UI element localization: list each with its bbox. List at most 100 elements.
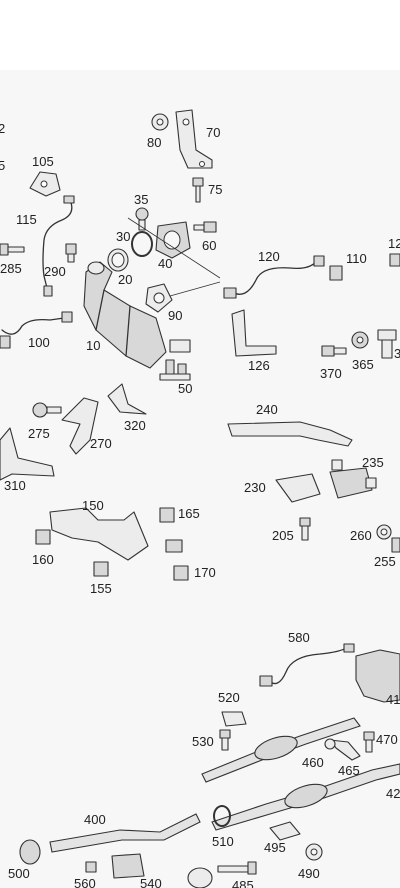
part-400-front-pipe[interactable] — [49, 813, 201, 853]
label-400: 400 — [84, 812, 106, 827]
part-12x-item[interactable] — [389, 253, 400, 267]
part-70-bracket[interactable] — [175, 109, 213, 169]
label-240: 240 — [256, 402, 278, 417]
label-500: 500 — [8, 866, 30, 881]
part-540-mount[interactable] — [111, 853, 145, 879]
label-155: 155 — [90, 581, 112, 596]
label-370: 370 — [320, 366, 342, 381]
label-270: 270 — [90, 436, 112, 451]
label-42: 42 — [386, 786, 400, 801]
label-115: 115 — [16, 212, 37, 227]
part-560-bolt[interactable] — [85, 861, 97, 873]
label-50: 50 — [178, 381, 192, 396]
part-150-clip[interactable] — [165, 539, 183, 553]
label-460: 460 — [302, 755, 324, 770]
part-530-bolt[interactable] — [219, 729, 231, 751]
part-290-nut[interactable] — [65, 243, 77, 263]
part-370-bolt[interactable] — [321, 345, 347, 357]
part-205-bolt[interactable] — [299, 517, 311, 541]
part-465-bracket[interactable] — [329, 739, 361, 761]
part-115-sensor-wire[interactable] — [42, 195, 75, 297]
label-485: 485 — [232, 878, 254, 888]
label-80: 80 — [147, 135, 161, 150]
part-3x-spacer[interactable] — [377, 329, 397, 359]
part-495-hanger[interactable] — [269, 821, 301, 841]
label-285: 285 — [0, 261, 22, 276]
part-500-clamp[interactable] — [19, 839, 41, 865]
label-365: 365 — [352, 357, 374, 372]
part-255-item[interactable] — [391, 537, 400, 553]
label-165: 165 — [178, 506, 200, 521]
part-42-muffler-pipe[interactable] — [211, 763, 400, 831]
label-540: 540 — [140, 876, 162, 888]
label-290: 290 — [44, 264, 66, 279]
part-110-connector[interactable] — [329, 265, 343, 281]
label-90: 90 — [168, 308, 182, 323]
part-160-clip[interactable] — [35, 529, 51, 545]
part-460-washer[interactable] — [324, 738, 336, 750]
label-465: 465 — [338, 763, 360, 778]
part-126-bracket[interactable] — [231, 309, 277, 357]
part-320-bracket[interactable] — [107, 383, 147, 415]
part-30-clamp[interactable] — [131, 231, 153, 257]
part-285-bolt[interactable] — [0, 243, 25, 256]
part-41-rear-silencer[interactable] — [355, 649, 400, 703]
part-365-nut[interactable] — [351, 331, 369, 349]
part-center-pipe-upper[interactable] — [201, 717, 361, 783]
part-10-catalytic-converter[interactable] — [83, 261, 191, 369]
part-120-sensor-wire[interactable] — [223, 255, 325, 299]
part-230-bracket[interactable] — [275, 473, 321, 503]
part-270-bracket[interactable] — [61, 397, 99, 455]
part-580-sensor-wire[interactable] — [259, 643, 355, 687]
label-12x: 12 — [388, 236, 400, 251]
part-bottom-pipe-end[interactable] — [187, 867, 213, 888]
part-80-washer[interactable] — [151, 113, 169, 131]
label-275: 275 — [28, 426, 50, 441]
label-35: 35 — [134, 192, 148, 207]
part-20-gasket[interactable] — [107, 248, 129, 272]
part-150-heat-shield[interactable] — [49, 507, 149, 561]
part-75-bolt[interactable] — [192, 177, 204, 203]
label-490: 490 — [298, 866, 320, 881]
label-235: 235 — [362, 455, 384, 470]
part-520-hanger[interactable] — [221, 711, 247, 727]
part-90-gasket[interactable] — [145, 283, 173, 313]
label-10: 10 — [86, 338, 100, 353]
label-580: 580 — [288, 630, 310, 645]
label-110: 110 — [346, 251, 367, 266]
label-5: 5 — [0, 158, 5, 173]
part-275-bolt[interactable] — [32, 402, 62, 418]
label-470: 470 — [376, 732, 398, 747]
part-165-clip[interactable] — [159, 507, 175, 523]
part-240-heat-shield[interactable] — [227, 421, 353, 447]
part-490-washer[interactable] — [305, 843, 323, 861]
part-100-sensor[interactable] — [0, 311, 73, 349]
top-blank-area — [0, 0, 400, 70]
label-100: 100 — [28, 335, 50, 350]
label-520: 520 — [218, 690, 240, 705]
label-310: 310 — [4, 478, 26, 493]
part-40-flange[interactable] — [155, 221, 191, 259]
label-120: 120 — [258, 249, 280, 264]
part-510-clamp[interactable] — [213, 805, 231, 827]
label-255: 255 — [374, 554, 396, 569]
part-155-clip[interactable] — [93, 561, 109, 577]
part-310-bracket[interactable] — [0, 427, 55, 481]
part-50-bolts[interactable] — [159, 359, 191, 381]
part-170-clip[interactable] — [173, 565, 189, 581]
part-260-washer[interactable] — [376, 524, 392, 540]
part-470-bolt[interactable] — [363, 731, 375, 753]
label-230: 230 — [244, 480, 266, 495]
part-485-bolt[interactable] — [217, 861, 257, 875]
part-235-mount[interactable] — [329, 459, 377, 499]
part-105-bracket[interactable] — [29, 171, 61, 197]
part-60-bolt[interactable] — [193, 221, 217, 233]
label-40: 40 — [158, 256, 172, 271]
label-2: 2 — [0, 121, 5, 136]
label-60: 60 — [202, 238, 216, 253]
label-3x: 3 — [394, 346, 400, 361]
label-510: 510 — [212, 834, 234, 849]
label-70: 70 — [206, 125, 220, 140]
label-75: 75 — [208, 182, 222, 197]
label-150: 150 — [82, 498, 104, 513]
